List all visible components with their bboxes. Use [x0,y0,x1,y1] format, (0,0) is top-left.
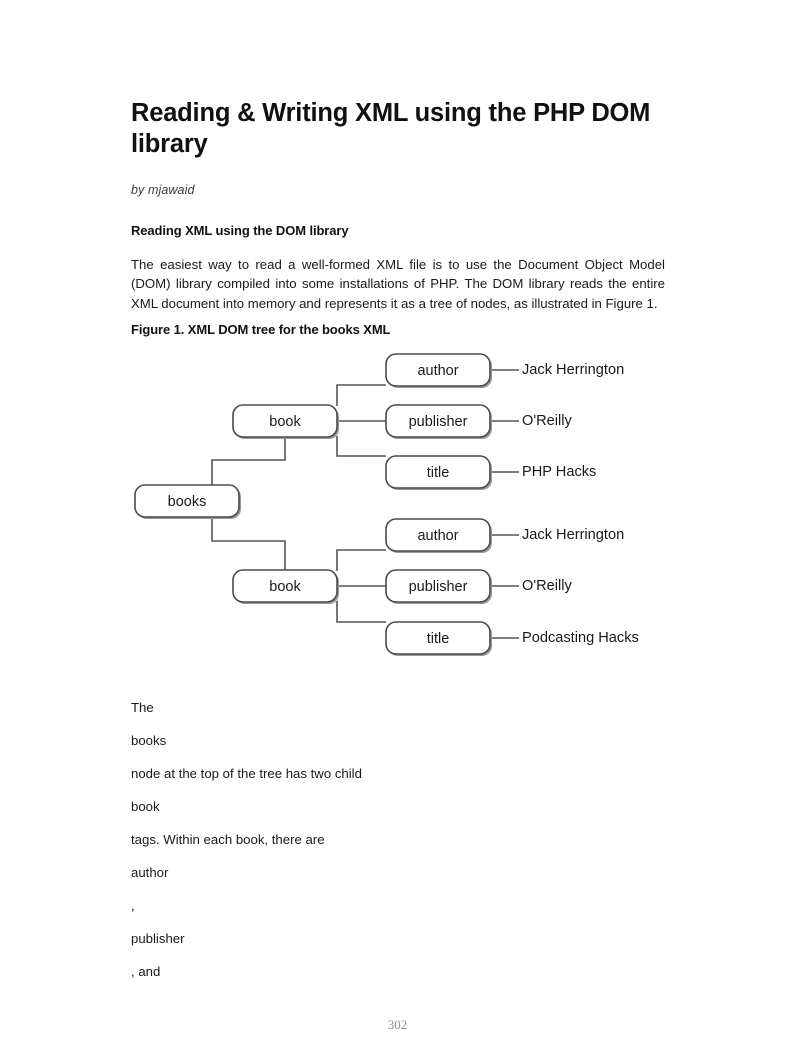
text-fragment: tags. Within each book, there are [131,831,325,847]
section-heading: Reading XML using the DOM library [131,223,349,238]
page-number: 302 [387,1017,408,1032]
trailing-text-fragments: The books node at the top of the tree ha… [131,674,665,981]
connector-book2-author [336,549,386,571]
node-label-publisher-2: publisher [409,579,468,595]
node-label-publisher-1: publisher [409,414,468,430]
text-fragment: author [131,864,169,880]
node-box-title-2 [385,621,491,655]
text-fragment: publisher [131,930,185,946]
text-fragment: book [131,798,160,814]
node-box-publisher-1 [385,404,491,438]
node-label-title-2: title [427,631,450,647]
leaf-value-publisher-2: O'Reilly [522,578,573,594]
node-label-book-1: book [269,414,301,430]
author-byline: by mjawaid [131,183,195,197]
text-fragment: books [131,732,167,748]
node-label-author-1: author [417,363,458,379]
node-box-author-1 [385,353,491,387]
node-label-title-1: title [427,465,450,481]
node-label-book-2: book [269,579,301,595]
figure-caption: Figure 1. XML DOM tree for the books XML [131,321,391,337]
node-box-author-2 [385,518,491,552]
node-box-book-1 [232,404,338,438]
xml-dom-tree-figure: author Jack Herrington publisher O'Reill… [131,344,665,674]
node-label-books-root: books [168,494,207,510]
connector-books-book1 [211,436,286,485]
leaf-value-author-1: Jack Herrington [522,362,624,378]
text-fragment: , and [131,963,161,979]
connector-book1-title [336,435,386,457]
node-box-book-2 [232,569,338,603]
leaf-value-title-2: Podcasting Hacks [522,630,639,646]
connector-book1-author [336,384,386,406]
node-box-publisher-2 [385,569,491,603]
connector-books-book2 [211,516,286,570]
text-fragment: node at the top of the tree has two chil… [131,765,362,781]
node-box-books-root [134,484,240,518]
page-title: Reading & Writing XML using the PHP DOM … [131,99,651,158]
connector-book2-title [336,600,386,623]
text-fragment: , [131,897,135,913]
page-content: Reading & Writing XML using the PHP DOM … [131,0,665,981]
leaf-value-publisher-1: O'Reilly [522,413,573,429]
leaf-value-author-2: Jack Herrington [522,527,624,543]
text-fragment: The [131,699,154,715]
node-box-title-1 [385,455,491,489]
leaf-value-title-1: PHP Hacks [522,464,596,480]
node-label-author-2: author [417,528,458,544]
intro-paragraph: The easiest way to read a well-formed XM… [131,257,665,311]
